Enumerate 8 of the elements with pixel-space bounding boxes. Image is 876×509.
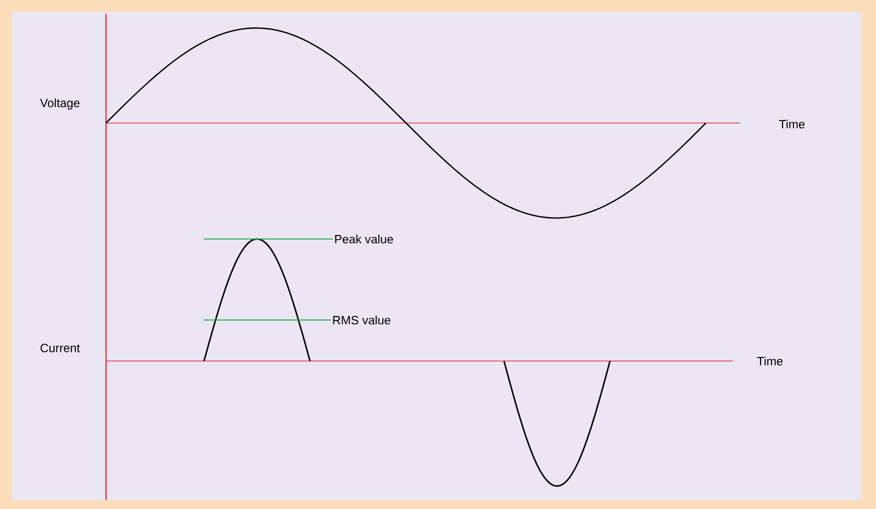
level-label: Peak value (335, 234, 394, 244)
axis-label: Time (779, 120, 805, 128)
level-label: RMS value (333, 316, 390, 324)
current-pulse (203, 238, 311, 362)
axis-label: Current (40, 344, 80, 352)
axis-label: Voltage (40, 98, 80, 110)
axis-label: Time (757, 356, 783, 366)
leader-line (203, 238, 334, 240)
